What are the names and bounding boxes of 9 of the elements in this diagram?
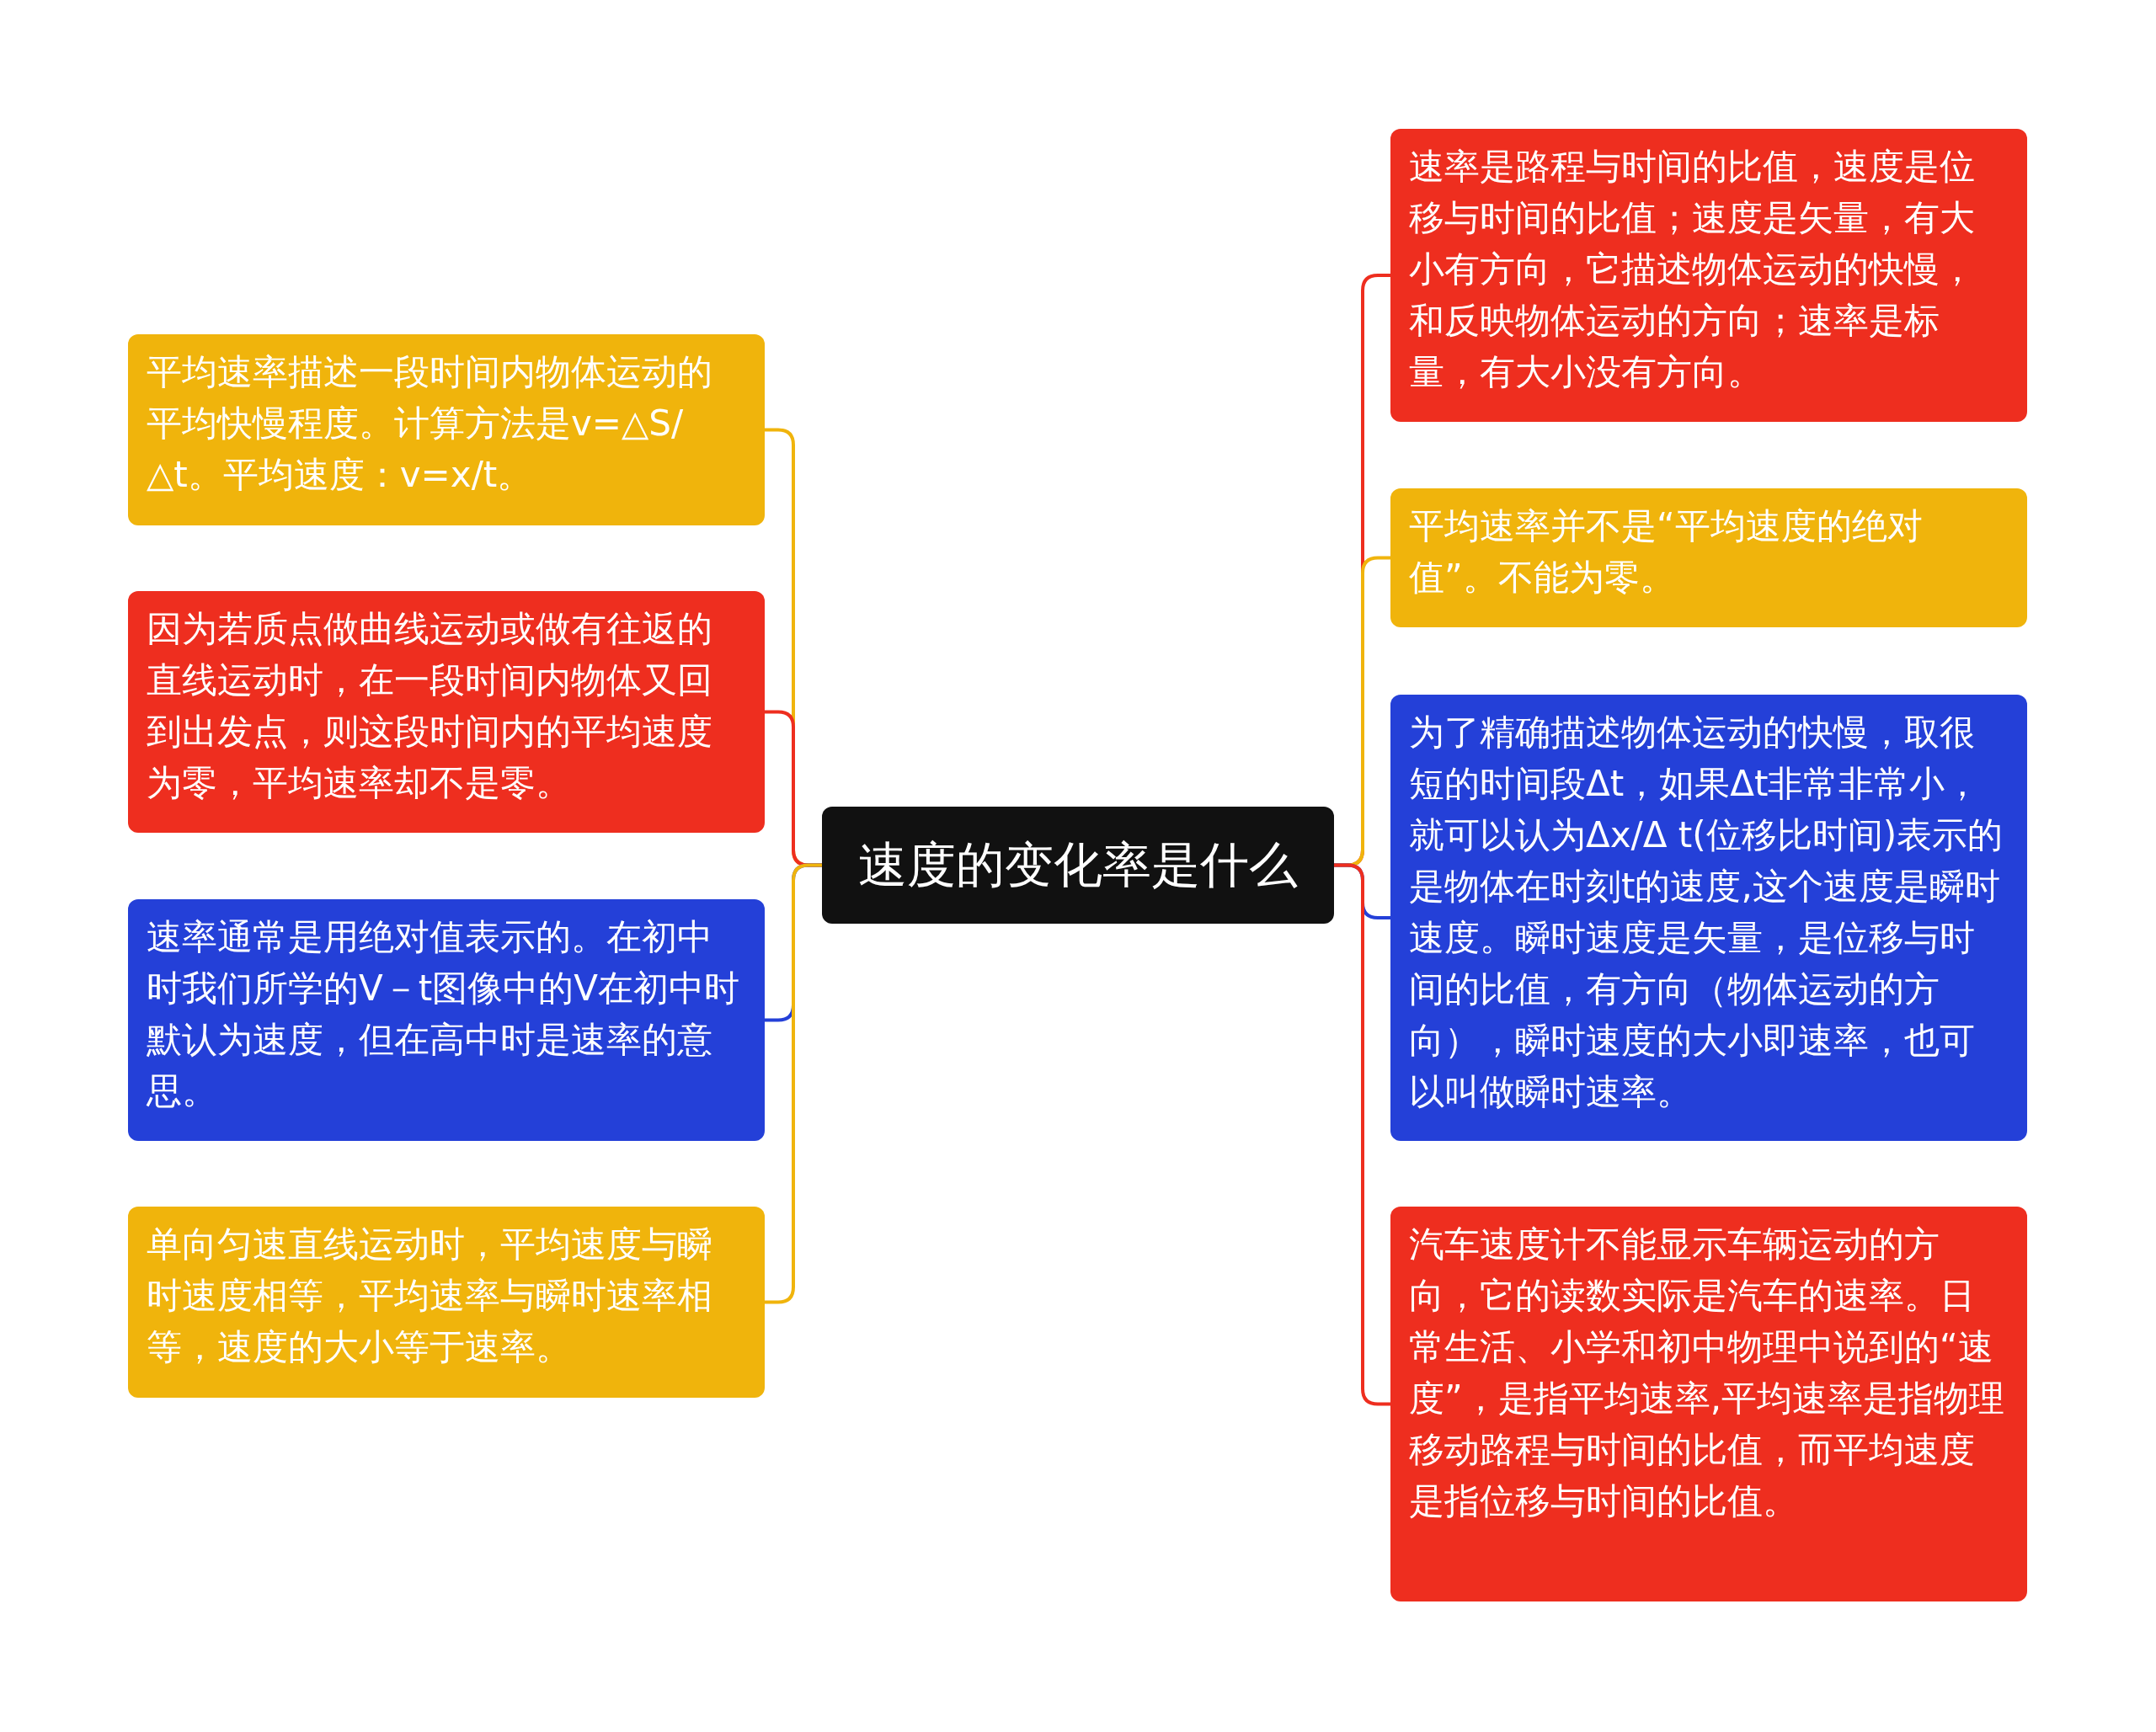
note-box: 单向匀速直线运动时，平均速度与瞬时速度相等，平均速率与瞬时速率相等，速度的大小等于速率。 [128, 1207, 765, 1398]
note-box: 速率通常是用绝对值表示的。在初中时我们所学的V－t图像中的V在初中时默认为速度，但在高中时是速率的意思。 [128, 899, 765, 1141]
note-box: 平均速率描述一段时间内物体运动的平均快慢程度。计算方法是v=△S/△t。平均速度：v=x/t。 [128, 334, 765, 525]
topic-box: 速度的变化率是什么 [822, 807, 1334, 924]
note-box: 汽车速度计不能显示车辆运动的方向，它的读数实际是汽车的速率。日常生活、小学和初中物理中说到的“速度”，是指平均速率,平均速率是指物理移动路程与时间的比值，而平均速度是指位移与时间的比值。 [1390, 1207, 2027, 1601]
note-box: 平均速率并不是“平均速度的绝对值”。不能为零。 [1390, 488, 2027, 627]
note-box: 因为若质点做曲线运动或做有往返的直线运动时，在一段时间内物体又回到出发点，则这段时间内的平均速度为零，平均速率却不是零。 [128, 591, 765, 833]
note-box: 速率是路程与时间的比值，速度是位移与时间的比值；速度是矢量，有大小有方向，它描述物体运动的快慢，和反映物体运动的方向；速率是标量，有大小没有方向。 [1390, 129, 2027, 422]
note-box: 为了精确描述物体运动的快慢，取很短的时间段Δt，如果Δt非常非常小，就可以认为Δx/Δ t(位移比时间)表示的是物体在时刻t的速度,这个速度是瞬时速度。瞬时速度是矢量，是位移与时间的比值，有方向（物体运动的方向），瞬时速度的大小即速率，也可以叫做瞬时速率。 [1390, 695, 2027, 1141]
